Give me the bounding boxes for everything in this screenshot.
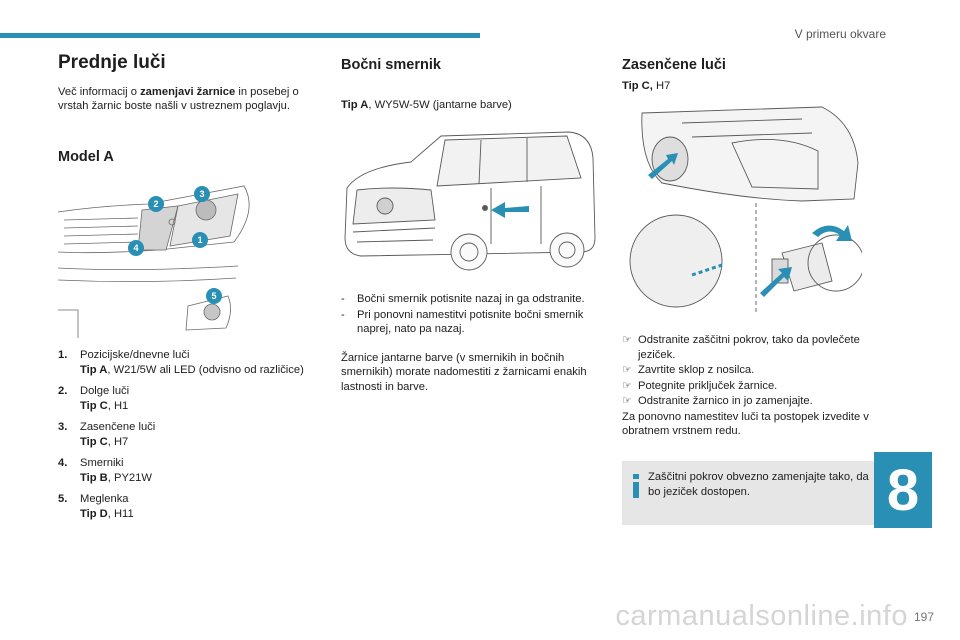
callout-4: 4: [133, 243, 138, 253]
list-item: -Pri ponovni namestitvi potisnite bočni …: [341, 308, 584, 336]
van-diagram: [341, 128, 601, 278]
header-accent-bar: [0, 33, 480, 38]
column-dipped-beam: Zasenčene luči Tip C, H7 ☞Odstranite zaš…: [622, 54, 882, 439]
list-item: ☞Odstranite žarnico in jo zamenjajte.: [622, 395, 813, 407]
dipped-beam-note: Za ponovno namestitev luči ta postopek i…: [622, 410, 869, 438]
side-indicator-note: Žarnice jantarne barve (v smernikih in b…: [341, 351, 587, 393]
list-item: -Bočni smernik potisnite nazaj in ga ods…: [341, 293, 585, 305]
callout-3: 3: [199, 189, 204, 199]
headlight-diagram: 2 3 4 1 5: [58, 180, 258, 340]
section-title-headlights: Prednje luči: [58, 52, 166, 73]
column-side-indicator: Bočni smernik Tip A, WY5W-5W (jantarne b…: [341, 54, 601, 394]
headlights-intro: Več informacij o zamenjavi žarnice in po…: [58, 85, 299, 113]
list-item: ☞Odstranite zaščitni pokrov, tako da pov…: [622, 334, 860, 361]
list-item: ☞Potegnite priključek žarnice.: [622, 379, 778, 392]
callout-1: 1: [197, 235, 202, 245]
info-icon: [633, 474, 639, 498]
callout-5: 5: [211, 291, 216, 301]
hand-pointer-icon: ☞: [622, 334, 633, 346]
watermark: carmanualsonline.info: [615, 600, 908, 632]
info-box: Zaščitni pokrov obvezno zamenjajte tako,…: [622, 461, 885, 525]
chapter-title: V primeru okvare: [794, 27, 886, 41]
hand-pointer-icon: ☞: [622, 395, 633, 407]
chapter-number-badge: 8: [874, 452, 932, 528]
hand-pointer-icon: ☞: [622, 364, 633, 376]
column-headlights: Prednje luči Več informacij o zamenjavi …: [58, 52, 318, 528]
callout-2: 2: [153, 199, 158, 209]
dipped-beam-steps: ☞Odstranite zaščitni pokrov, tako da pov…: [622, 333, 882, 409]
side-indicator-type: Tip A, WY5W-5W (jantarne barve): [341, 98, 512, 111]
dipped-beam-type: Tip C, H7: [622, 79, 671, 92]
hand-pointer-icon: ☞: [622, 379, 633, 392]
section-title-dipped-beam: Zasenčene luči: [622, 57, 726, 73]
info-text: Zaščitni pokrov obvezno zamenjajte tako,…: [648, 471, 869, 498]
list-item: ☞Zavrtite sklop z nosilca.: [622, 364, 755, 376]
section-title-side-indicator: Bočni smernik: [341, 57, 441, 73]
bulb-replacement-diagram: [622, 103, 862, 323]
side-indicator-steps: -Bočni smernik potisnite nazaj in ga ods…: [341, 292, 601, 337]
model-title: Model A: [58, 148, 114, 165]
page-number: 197: [913, 610, 934, 624]
